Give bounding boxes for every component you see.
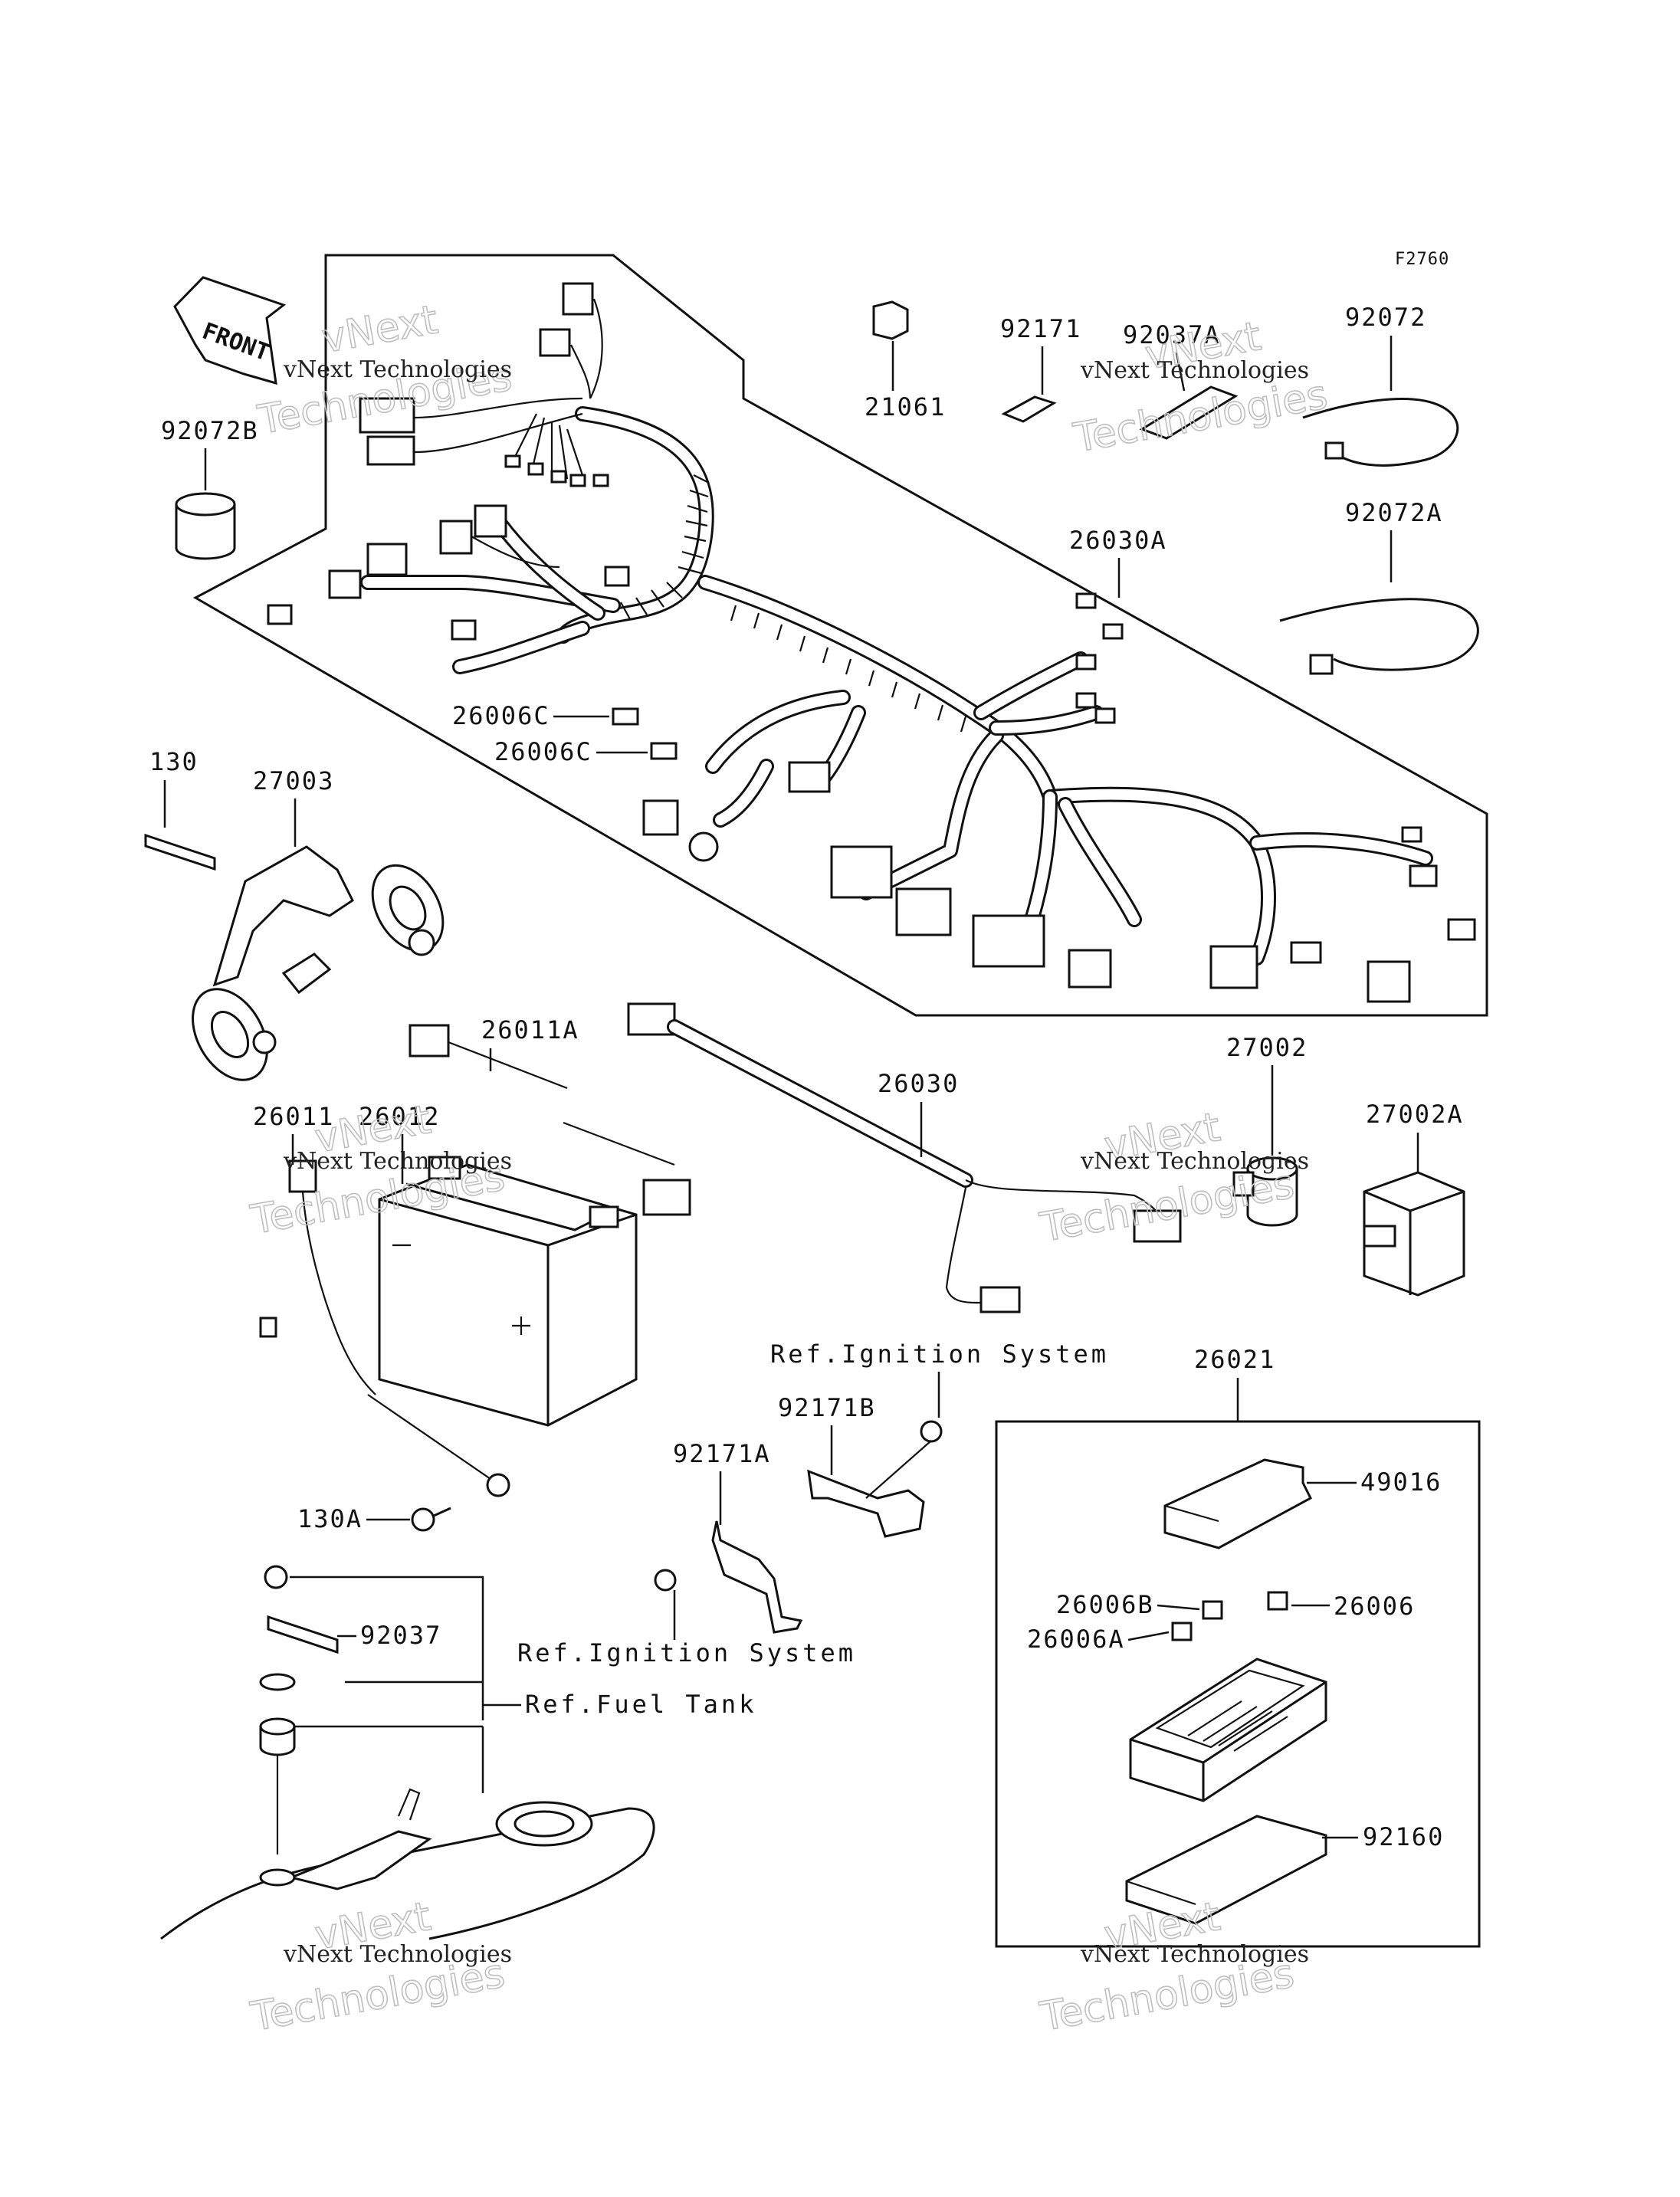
pad-92037a — [1139, 385, 1239, 440]
callout-26021: 26021 — [1194, 1345, 1275, 1374]
figure-code: F2760 — [1395, 250, 1449, 269]
cover-49016 — [1163, 1458, 1312, 1549]
callout-92037a: 92037A — [1123, 320, 1221, 349]
ref-fuel-tank: Ref.Fuel Tank — [525, 1690, 756, 1719]
strap-92171 — [1001, 395, 1057, 423]
watermark-tl-vnext: vNext — [319, 297, 441, 362]
callout-27002a: 27002A — [1366, 1100, 1464, 1129]
callout-26006a: 26006A — [1027, 1625, 1125, 1654]
nut-92171b — [920, 1420, 943, 1443]
relay-27002 — [1232, 1156, 1298, 1227]
callout-26011: 26011 — [253, 1102, 334, 1131]
front-arrow-icon: FRONT — [173, 276, 287, 385]
nut-92171a — [654, 1569, 677, 1592]
callout-130a: 130A — [297, 1504, 363, 1533]
callout-26006b: 26006B — [1056, 1590, 1154, 1619]
battery-26012 — [378, 1156, 638, 1427]
callout-92171b: 92171B — [778, 1393, 876, 1422]
callout-92171: 92171 — [1000, 314, 1081, 343]
callout-92072: 92072 — [1345, 303, 1426, 332]
cable-tie-92072a — [1279, 598, 1479, 675]
callout-92160: 92160 — [1363, 1822, 1444, 1851]
callout-27002: 27002 — [1226, 1033, 1308, 1062]
watermark-text-br: vNext Technologies — [1080, 1941, 1309, 1968]
bracket-92171b-stud — [865, 1440, 932, 1499]
cable-tie-92072 — [1302, 398, 1459, 467]
wire-harness-26030a — [360, 406, 1433, 966]
callout-21061: 21061 — [865, 392, 946, 421]
fuel-tank-group — [160, 1565, 655, 1940]
harness-connectors-top — [267, 282, 630, 641]
callout-27003: 27003 — [253, 766, 334, 795]
cover-49016-edge — [1164, 1504, 1219, 1523]
bolt-130a-shank — [433, 1507, 451, 1517]
leader-26006b — [1157, 1604, 1200, 1611]
callout-92037: 92037 — [360, 1621, 441, 1650]
bolt-130a — [411, 1507, 435, 1532]
leader-92037a — [1175, 352, 1186, 392]
ref-ignition-top: Ref.Ignition System — [770, 1340, 1109, 1369]
watermark-text-tl: vNext Technologies — [283, 356, 512, 383]
sub-harness-26030 — [627, 1002, 1182, 1313]
leader-fuel-tank — [290, 1576, 484, 1793]
callout-92171a: 92171A — [673, 1439, 771, 1468]
watermark-text-bl: vNext Technologies — [283, 1941, 512, 1968]
bolt-130 — [144, 833, 216, 871]
callout-26006c-1: 26006C — [452, 701, 550, 730]
leader-26006a — [1127, 1631, 1170, 1641]
watermark-text-tr: vNext Technologies — [1080, 357, 1309, 384]
bracket-92171b — [807, 1469, 925, 1538]
callout-26006c-2: 26006C — [494, 737, 592, 766]
callout-130: 130 — [149, 747, 199, 776]
horn-27003 — [144, 833, 445, 1081]
watermark-text-ml: vNext Technologies — [283, 1148, 512, 1175]
callout-26011a: 26011A — [481, 1015, 579, 1044]
callout-92072a: 92072A — [1345, 498, 1443, 527]
callout-26030a: 26030A — [1069, 526, 1167, 555]
fuse-26006 — [1267, 1591, 1288, 1611]
cover-92160 — [1125, 1815, 1327, 1925]
callout-92072b: 92072B — [161, 416, 259, 445]
ref-ignition-bottom: Ref.Ignition System — [517, 1638, 856, 1667]
callout-49016: 49016 — [1360, 1467, 1442, 1497]
cover-92160-edge — [1126, 1880, 1196, 1906]
callout-26012: 26012 — [359, 1102, 440, 1131]
callout-26030: 26030 — [878, 1069, 959, 1098]
watermark-tr-outline: Technologies — [1070, 372, 1331, 461]
fuse-26006c-2 — [650, 742, 678, 760]
watermark-text-mr: vNext Technologies — [1080, 1148, 1309, 1175]
band-92072b — [175, 492, 236, 560]
battery-cable-26011a — [409, 1024, 691, 1216]
harness-connectors-right — [642, 592, 1476, 1003]
main-harness-plate — [192, 254, 1488, 1017]
fuse-26006a — [1171, 1622, 1193, 1641]
battery-cable-26011 — [259, 1159, 510, 1497]
fuse-box-26021 — [1129, 1658, 1327, 1802]
fuse-26006b — [1202, 1600, 1223, 1620]
relay-27002a — [1363, 1171, 1465, 1297]
fuse-26006c-1 — [612, 707, 639, 726]
part-21061 — [872, 300, 909, 340]
callout-26006: 26006 — [1334, 1592, 1415, 1621]
bracket-92171a — [711, 1520, 803, 1634]
